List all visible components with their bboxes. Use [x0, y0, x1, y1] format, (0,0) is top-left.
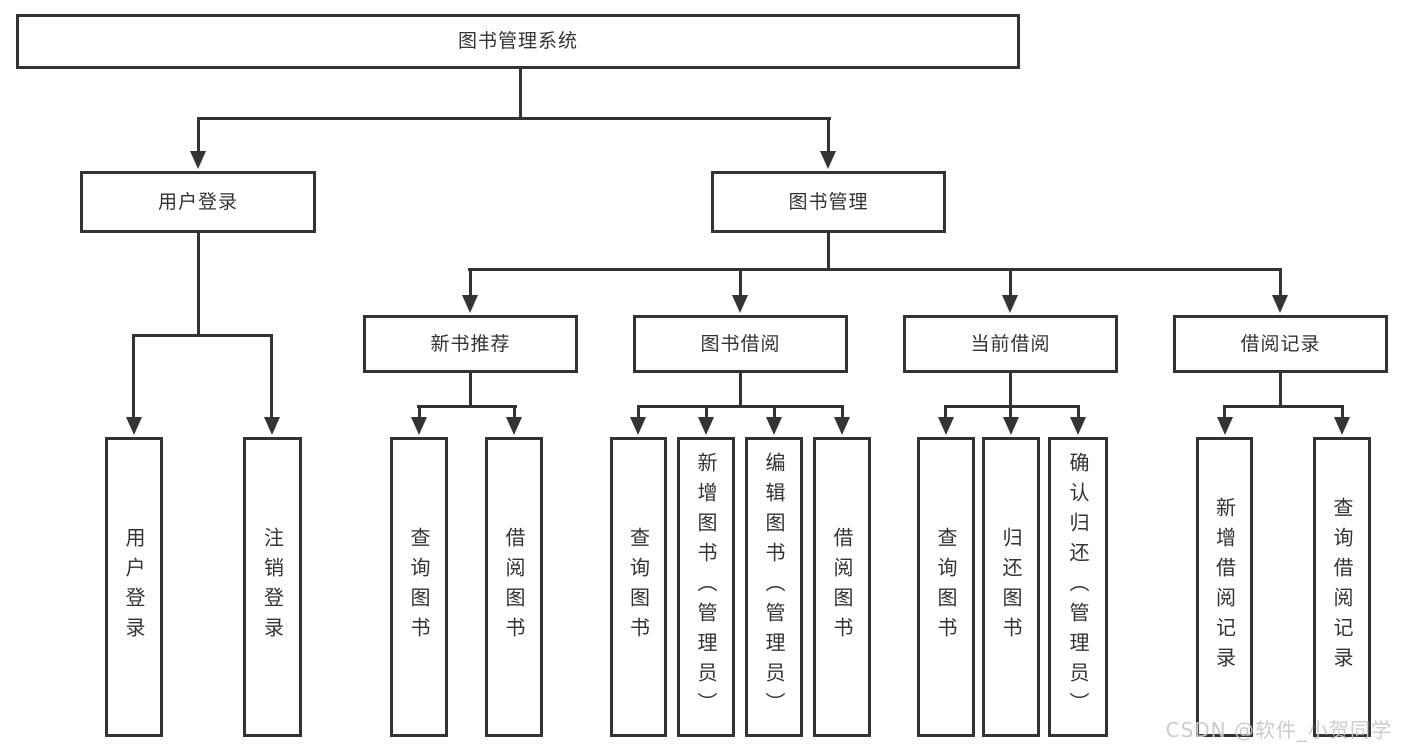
node-label: 归还图书 [999, 527, 1023, 647]
node-new-book-recommend: 新书推荐 [363, 315, 578, 373]
connector-drop-user-login [197, 117, 200, 153]
connector-root-bar [197, 117, 831, 120]
arrowhead-down [834, 417, 850, 435]
connector-book-management-stem [827, 233, 830, 270]
csdn-watermark: CSDN @软件_小贺同学 [1165, 718, 1392, 742]
arrowhead-down [1334, 417, 1350, 435]
arrowhead-down [630, 417, 646, 435]
node-user-login: 用户登录 [80, 171, 316, 233]
arrowhead-down [1272, 295, 1288, 313]
node-label: 编辑图书（管理员） [762, 452, 786, 722]
leaf-return-books: 归还图书 [982, 437, 1040, 737]
connector-drop-new-books [469, 268, 472, 297]
connector-drop-book-borrow [739, 268, 742, 297]
arrowhead-down [766, 417, 782, 435]
arrowhead-down [506, 417, 522, 435]
connector-drop-book-management [827, 117, 830, 153]
leaf-add-books-admin: 新增图书（管理员） [677, 437, 735, 737]
connector-borrow-records-stem [1279, 373, 1282, 407]
arrowhead-down [820, 151, 836, 169]
node-label: 查询图书 [934, 527, 958, 647]
connector-new-books-bar [417, 405, 517, 408]
connector-drop-leaf [705, 405, 708, 418]
leaf-query-books-current: 查询图书 [917, 437, 975, 737]
node-borrow-records: 借阅记录 [1173, 315, 1388, 373]
arrowhead-down [126, 417, 142, 435]
arrowhead-down [1002, 295, 1018, 313]
connector-book-borrow-stem [739, 373, 742, 407]
node-label: 新增图书（管理员） [694, 452, 718, 722]
connector-user-login-bar [132, 334, 273, 337]
arrowhead-down [462, 295, 478, 313]
node-label: 用户登录 [122, 527, 146, 647]
node-label: 借阅记录 [1240, 332, 1321, 355]
connector-drop-leaf [132, 334, 135, 418]
node-label: 新书推荐 [430, 332, 511, 355]
arrowhead-down [732, 295, 748, 313]
node-label: 新增借阅记录 [1212, 497, 1237, 677]
connector-book-borrow-bar [637, 405, 844, 408]
leaf-user-login: 用户登录 [105, 437, 163, 737]
node-label: 查询借阅记录 [1330, 497, 1354, 677]
connector-drop-leaf [270, 334, 273, 418]
connector-drop-current-borrow [1009, 268, 1012, 297]
leaf-edit-books-admin: 编辑图书（管理员） [745, 437, 803, 737]
arrowhead-down [411, 417, 427, 435]
connector-new-books-stem [469, 373, 472, 407]
connector-drop-leaf [1077, 405, 1080, 418]
leaf-logout: 注销登录 [243, 437, 302, 737]
leaf-borrow-books-recommend: 借阅图书 [485, 437, 543, 737]
node-label: 当前借阅 [970, 332, 1051, 355]
arrowhead-down [1003, 417, 1019, 435]
node-label: 确认归还（管理员） [1066, 452, 1090, 722]
node-label: 查询图书 [407, 527, 431, 647]
connector-drop-leaf [773, 405, 776, 418]
arrowhead-down [1070, 417, 1086, 435]
node-book-management: 图书管理 [711, 171, 946, 233]
node-root-library-system: 图书管理系统 [16, 14, 1020, 69]
connector-drop-leaf [1009, 405, 1012, 418]
leaf-query-books-borrow: 查询图书 [610, 437, 667, 737]
connector-drop-leaf [944, 405, 947, 418]
connector-root-stem [519, 69, 522, 119]
node-current-borrow: 当前借阅 [903, 315, 1118, 373]
leaf-query-books-recommend: 查询图书 [390, 437, 448, 737]
connector-current-borrow-bar [944, 405, 1080, 408]
leaf-add-borrow-record: 新增借阅记录 [1196, 437, 1253, 737]
connector-user-login-stem [197, 233, 200, 336]
node-label: 查询图书 [626, 527, 651, 647]
node-label: 图书管理系统 [457, 30, 578, 52]
connector-borrow-records-bar [1223, 405, 1344, 408]
node-label: 借阅图书 [502, 527, 526, 647]
arrowhead-down [264, 417, 280, 435]
node-label: 借阅图书 [830, 527, 854, 647]
connector-current-borrow-stem [1009, 373, 1012, 407]
connector-drop-leaf [841, 405, 844, 418]
connector-drop-leaf [418, 405, 421, 418]
arrowhead-down [190, 151, 206, 169]
leaf-borrow-books: 借阅图书 [813, 437, 871, 737]
connector-drop-leaf [637, 405, 640, 418]
node-label: 注销登录 [260, 527, 285, 647]
node-label: 用户登录 [157, 190, 238, 213]
connector-drop-leaf [1341, 405, 1344, 418]
connector-drop-leaf [513, 405, 516, 418]
leaf-query-borrow-record: 查询借阅记录 [1313, 437, 1371, 737]
leaf-confirm-return-admin: 确认归还（管理员） [1048, 437, 1108, 737]
connector-drop-borrow-records [1279, 268, 1282, 297]
arrowhead-down [938, 417, 954, 435]
connector-drop-leaf [1223, 405, 1226, 418]
node-book-borrow: 图书借阅 [633, 315, 848, 373]
arrowhead-down [698, 417, 714, 435]
node-label: 图书管理 [788, 190, 869, 213]
node-label: 图书借阅 [700, 332, 781, 355]
arrowhead-down [1217, 417, 1233, 435]
connector-book-management-bar [468, 268, 1282, 271]
